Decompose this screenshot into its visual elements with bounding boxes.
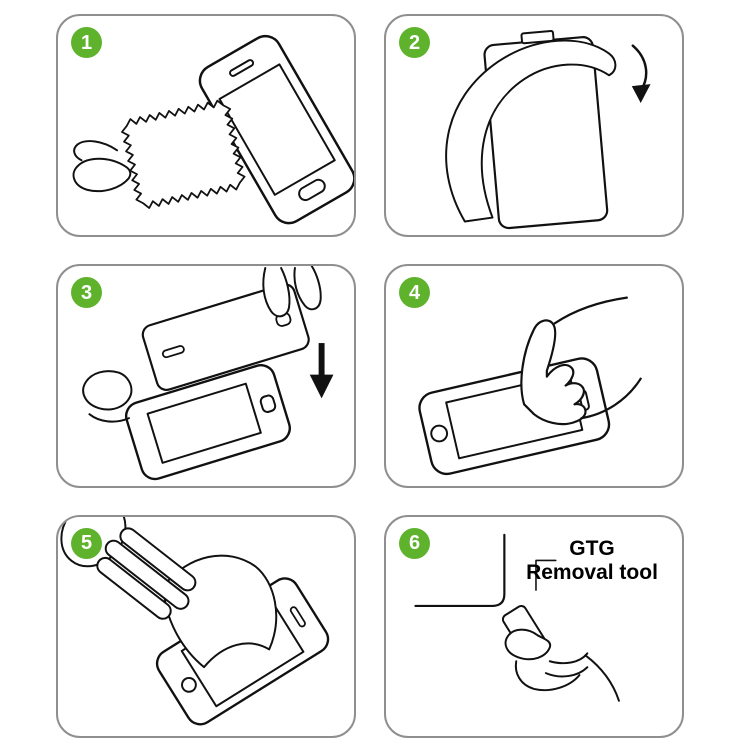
peeling-film	[445, 39, 617, 223]
phone-outline	[198, 34, 354, 225]
step-number-badge: 3	[71, 277, 102, 309]
hand	[72, 140, 132, 193]
glass-protector	[141, 283, 310, 392]
step-number-badge: 5	[71, 527, 102, 559]
cleaning-cloth	[121, 99, 246, 209]
step-number-badge: 1	[71, 27, 102, 58]
align-glass-illustration	[82, 266, 334, 481]
step-panel-5: 5	[56, 514, 356, 738]
removal-tool-label-line1: GTG	[569, 536, 615, 560]
holding-fingers	[82, 266, 322, 423]
wipe-phone-illustration	[72, 34, 354, 225]
peel-film-illustration	[445, 29, 651, 230]
removal-tool-illustration	[414, 533, 620, 702]
peel-arrow-icon	[631, 44, 651, 103]
down-arrow-icon	[309, 343, 334, 399]
smooth-film-illustration	[60, 516, 330, 726]
step-number-badge: 2	[399, 27, 430, 58]
label-leader-line	[535, 559, 557, 591]
screen-corner	[414, 533, 506, 607]
holding-hand	[504, 628, 620, 702]
step-number-badge: 6	[399, 527, 430, 559]
step-panel-6: 6 GTG Removal tool	[384, 514, 684, 738]
pressing-hand	[520, 296, 642, 426]
step-panel-1: 1	[56, 14, 356, 238]
removal-tool-label: GTG Removal tool	[510, 537, 674, 587]
step-panel-3: 3	[56, 264, 356, 488]
step-number-badge: 4	[399, 277, 430, 309]
step-panel-4: 4	[384, 264, 684, 488]
phone-outline	[124, 364, 291, 481]
step-panel-2: 2	[384, 14, 684, 238]
press-screen-illustration	[418, 296, 642, 476]
removal-tool-label-line2: Removal tool	[526, 561, 658, 585]
